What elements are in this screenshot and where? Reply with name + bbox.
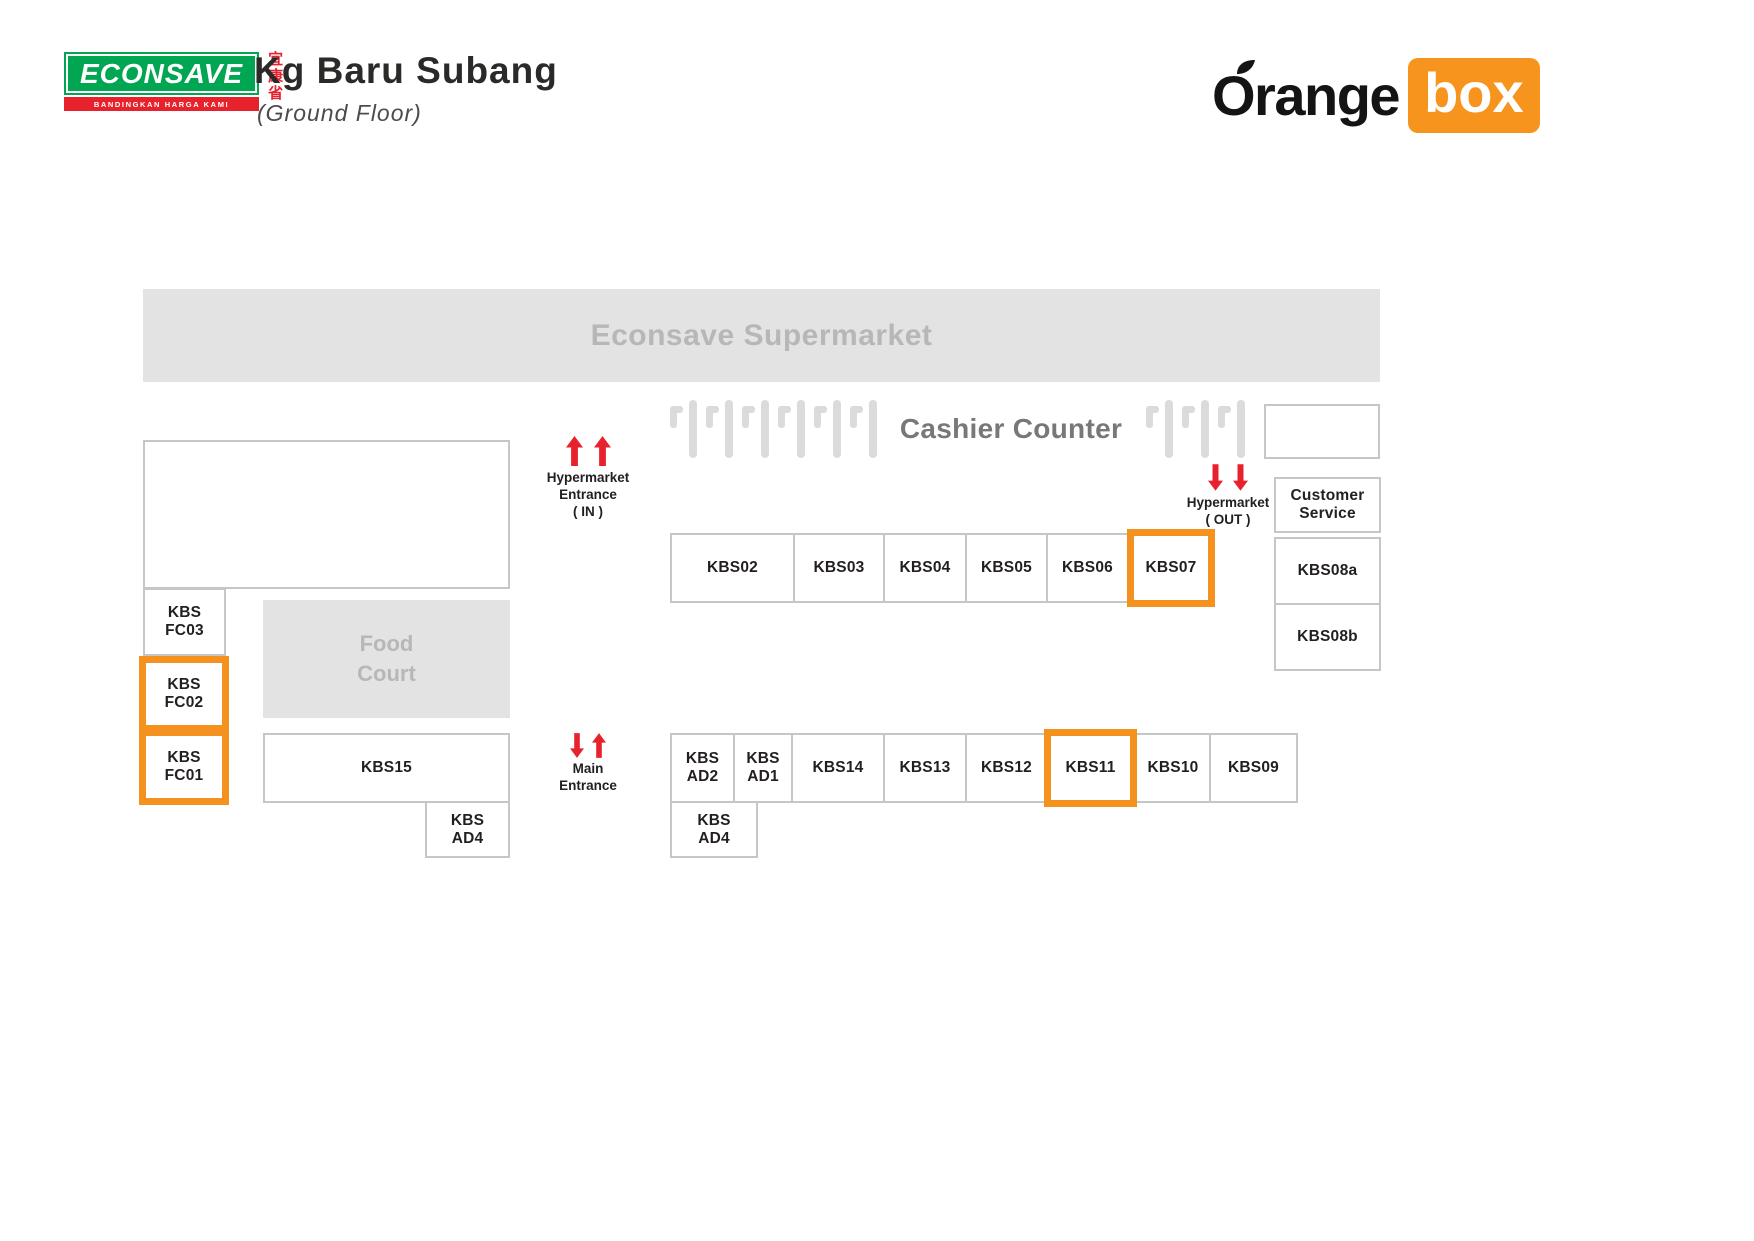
main-entrance-label-line2: Entrance [559,777,617,793]
orangebox-orange-label: Orange [1212,63,1401,127]
cashier-counter-icon [706,400,733,458]
unit-kbs-fc01: KBS FC01 [139,729,229,805]
unlabeled-box-left [143,440,510,589]
up-arrow-icon [565,436,583,466]
entrance-in-arrows [565,436,611,466]
unit-kbs06: KBS06 [1046,533,1129,603]
unit-kbs02: KBS02 [670,533,795,603]
orangebox-box-badge: box [1408,58,1540,133]
customer-service-box: Customer Service [1274,477,1381,533]
unit-kbs03: KBS03 [793,533,885,603]
unit-kbs15: KBS15 [263,733,510,803]
hypermarket-in-label-line2: Entrance [559,486,617,502]
unlabeled-box-top-right [1264,404,1380,459]
unit-kbs-ad4-bottom-label-line2: AD4 [698,829,730,847]
floor-subtitle: (Ground Floor) [257,100,422,126]
unit-kbs10: KBS10 [1135,733,1211,803]
up-arrow-icon [592,733,606,758]
econsave-logo: ECONSAVE BANDINGKAN HARGA KAMI 宜康省 [64,51,285,111]
cashier-counter: Cashier Counter [668,398,1246,460]
unit-kbs-fc02-label-line1: KBS [167,676,201,694]
unit-kbs-ad1-label-line1: KBS [746,750,780,768]
food-court-label-line1: Food [359,631,414,657]
unit-kbs-ad4-bottom-label-line1: KBS [697,811,731,829]
unit-kbs11: KBS11 [1044,729,1137,807]
unit-kbs-ad4-bottom: KBS AD4 [670,801,758,858]
unit-kbs-fc02-label-line2: FC02 [164,694,204,711]
unit-kbs04: KBS04 [883,533,967,603]
cashier-counter-icon [850,400,877,458]
unit-kbs-ad2: KBS AD2 [670,733,735,803]
unit-kbs-ad1-label-line2: AD1 [747,768,779,785]
econsave-wordmark: ECONSAVE [64,52,260,95]
main-entrance: Main Entrance [545,733,631,795]
unit-kbs-ad2-label-line1: KBS [685,750,720,768]
cashier-counter-icon [778,400,805,458]
unit-kbs-ad2-label-line2: AD2 [686,768,719,785]
unit-kbs08a: KBS08a [1274,537,1381,605]
cashier-counter-icon [1145,400,1173,458]
unit-kbs13: KBS13 [883,733,967,803]
main-entrance-label-line1: Main [572,761,604,776]
unit-kbs09: KBS09 [1209,733,1298,803]
econsave-tagline: BANDINGKAN HARGA KAMI [64,97,260,111]
unit-kbs-ad1: KBS AD1 [733,733,793,803]
unit-kbs12: KBS12 [965,733,1048,803]
main-entrance-arrows [570,733,606,758]
econsave-chinese-text: 宜康省 [268,51,284,102]
food-court-area: Food Court [263,600,510,718]
leaf-icon [1237,59,1255,74]
cashier-counter-icon [670,400,697,458]
cashier-counter-label: Cashier Counter [899,413,1123,444]
unit-kbs07: KBS07 [1127,529,1215,607]
unit-kbs-ad4-left-label-line2: AD4 [451,829,484,847]
up-arrow-icon [593,436,611,466]
cashier-counter-icon [814,400,841,458]
supermarket-label: Econsave Supermarket [590,318,933,352]
unit-kbs-fc03-label-line2: FC03 [165,622,204,639]
exit-out-arrows [1208,464,1248,491]
unit-kbs-fc01-label-line2: FC01 [164,767,204,784]
page-title: Kg Baru Subang [254,50,558,91]
unit-kbs-fc03-label-line1: KBS [167,604,202,622]
econsave-logo-block: ECONSAVE BANDINGKAN HARGA KAMI [64,52,260,111]
orangebox-logo: Orange box [1212,58,1540,133]
cashier-counter-icon [742,400,769,458]
hypermarket-out-label-line2: ( OUT ) [1205,511,1251,527]
cashier-counter-icon [1181,400,1209,458]
unit-kbs-fc02: KBS FC02 [139,656,229,732]
orangebox-orange-text: Orange [1212,59,1401,124]
food-court-label-line2: Court [357,661,416,686]
supermarket-area: Econsave Supermarket [143,289,1380,382]
hypermarket-in-label-line1: Hypermarket [546,470,630,485]
down-arrow-icon [1208,464,1223,491]
cashier-icon-group-right [1144,400,1246,458]
unit-kbs-ad4-left: KBS AD4 [425,801,510,858]
cashier-counter-icon [1217,400,1245,458]
hypermarket-exit-out: Hypermarket ( OUT ) [1180,464,1276,529]
unit-kbs08b: KBS08b [1274,603,1381,671]
hypermarket-entrance-in: Hypermarket Entrance ( IN ) [540,436,636,521]
unit-kbs-fc03: KBS FC03 [143,588,226,656]
unit-kbs05: KBS05 [965,533,1048,603]
cashier-icon-group-left [668,400,878,458]
down-arrow-icon [1233,464,1248,491]
hypermarket-out-label-line1: Hypermarket [1186,495,1270,510]
hypermarket-in-label-line3: ( IN ) [573,503,603,519]
customer-service-label-line2: Service [1299,505,1356,522]
unit-kbs-ad4-left-label-line1: KBS [450,811,485,829]
unit-kbs-fc01-label-line1: KBS [167,749,201,767]
unit-kbs14: KBS14 [791,733,885,803]
customer-service-label-line1: Customer [1290,487,1365,505]
down-arrow-icon [570,733,584,758]
